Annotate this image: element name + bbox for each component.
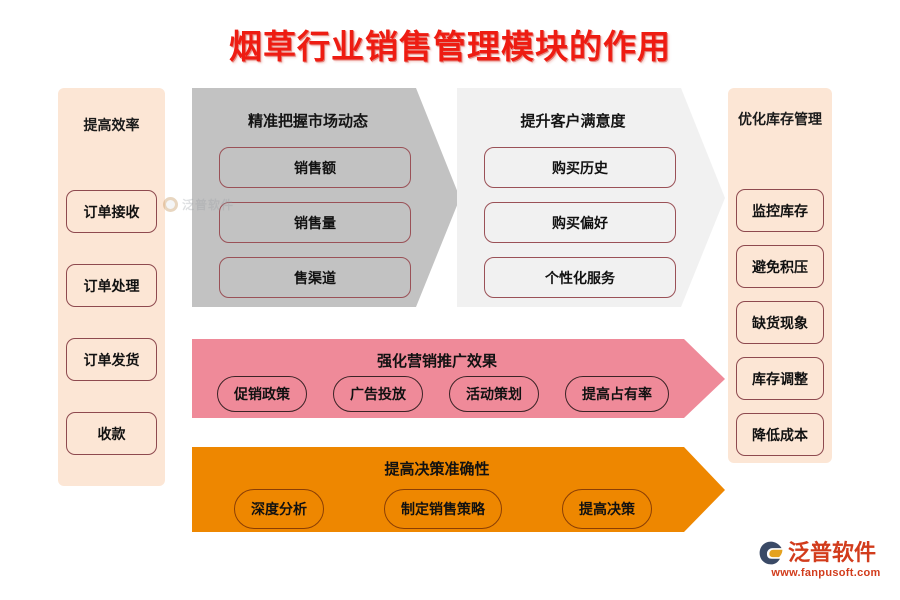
panel-market-item-2[interactable]: 售渠道 [219, 257, 411, 298]
chevron-shape-gray [192, 88, 460, 307]
panel-customer-item-1[interactable]: 购买偏好 [484, 202, 676, 243]
right-item-1[interactable]: 避免积压 [736, 245, 824, 288]
fanpu-swoosh-icon [759, 541, 783, 565]
right-item-0[interactable]: 监控库存 [736, 189, 824, 232]
band-decision-item-2[interactable]: 提高决策 [562, 489, 652, 529]
band-decision-item-0[interactable]: 深度分析 [234, 489, 324, 529]
logo-row: 泛普软件 [758, 540, 894, 566]
band-marketing-item-3[interactable]: 提高占有率 [565, 376, 669, 412]
band-decision-heading: 提高决策准确性 [384, 461, 490, 478]
logo-url: www.fanpusoft.com [771, 567, 881, 579]
band-marketing-heading: 强化营销推广效果 [376, 353, 497, 370]
right-column-inventory: 优化库存管理 监控库存 避免积压 缺货现象 库存调整 降低成本 [728, 88, 832, 463]
right-item-2[interactable]: 缺货现象 [736, 301, 824, 344]
panel-customer-item-2[interactable]: 个性化服务 [484, 257, 676, 298]
band-marketing-promotion: 强化营销推广效果 促销政策 广告投放 活动策划 提高占有率 [192, 339, 725, 418]
panel-market-item-0[interactable]: 销售额 [219, 147, 411, 188]
band-decision-items: 深度分析 制定销售策略 提高决策 [204, 489, 682, 529]
band-marketing-item-0[interactable]: 促销政策 [217, 376, 307, 412]
page-title: 烟草行业销售管理模块的作用 [229, 28, 671, 65]
right-item-3[interactable]: 库存调整 [736, 357, 824, 400]
panel-market-heading: 精准把握市场动态 [247, 113, 368, 130]
chevron-shape-light [457, 88, 725, 307]
panel-market-item-1[interactable]: 销售量 [219, 202, 411, 243]
logo-name: 泛普软件 [788, 540, 877, 565]
band-decision-accuracy: 提高决策准确性 深度分析 制定销售策略 提高决策 [192, 447, 725, 532]
watermark-logo-icon [163, 197, 178, 212]
left-item-0[interactable]: 订单接收 [66, 190, 157, 233]
panel-customer-heading: 提升客户满意度 [520, 113, 626, 130]
panel-customer-satisfaction: 提升客户满意度 购买历史 购买偏好 个性化服务 [457, 88, 725, 307]
band-marketing-item-2[interactable]: 活动策划 [449, 376, 539, 412]
left-column-efficiency: 提高效率 订单接收 订单处理 订单发货 收款 [58, 88, 165, 486]
left-item-3[interactable]: 收款 [66, 412, 157, 455]
band-marketing-items: 促销政策 广告投放 活动策划 提高占有率 [204, 376, 682, 412]
panel-market-dynamics: 精准把握市场动态 销售额 销售量 售渠道 [192, 88, 460, 307]
band-decision-item-1[interactable]: 制定销售策略 [384, 489, 502, 529]
band-marketing-item-1[interactable]: 广告投放 [333, 376, 423, 412]
left-column-heading: 提高效率 [83, 117, 140, 133]
right-column-heading: 优化库存管理 [738, 111, 822, 127]
left-item-1[interactable]: 订单处理 [66, 264, 157, 307]
brand-logo: 泛普软件 www.fanpusoft.com [758, 540, 894, 588]
right-item-4[interactable]: 降低成本 [736, 413, 824, 456]
panel-customer-item-0[interactable]: 购买历史 [484, 147, 676, 188]
left-item-2[interactable]: 订单发货 [66, 338, 157, 381]
